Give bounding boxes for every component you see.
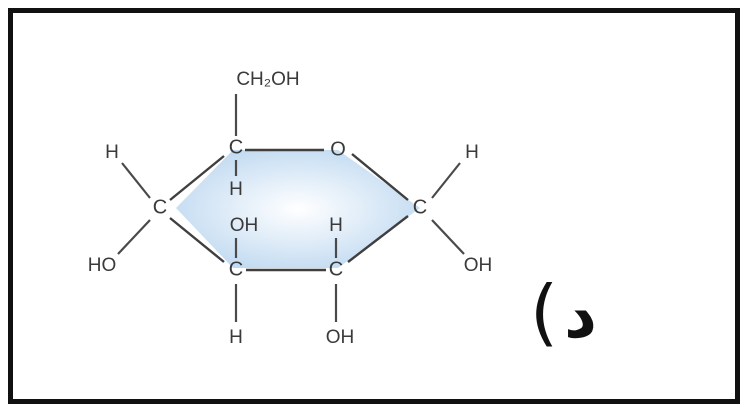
atom-h-under-ctop: H (229, 179, 243, 200)
bond-cright-h (431, 162, 461, 199)
atom-h-left-top: H (105, 142, 119, 163)
atom-oh-mid: OH (230, 215, 259, 236)
bond-cleft-ho (117, 219, 151, 255)
bond-cbl-cleft (169, 217, 225, 263)
option-paren: ( (530, 270, 559, 354)
bond-cleft-h (121, 162, 151, 199)
option-label: (د (530, 276, 597, 348)
bond-o-cright (351, 153, 409, 201)
atom-c-top: C (229, 136, 243, 158)
atom-ch2oh: CH₂OH (236, 69, 299, 90)
ring-fill (176, 150, 420, 268)
atom-c-right: C (413, 196, 427, 218)
atom-o-ring: O (330, 138, 346, 160)
atom-c-bottom-left: C (229, 258, 243, 280)
atom-ho-left: HO (88, 255, 117, 276)
atom-oh-bottom: OH (326, 327, 355, 348)
atom-c-bottom-right: C (329, 258, 343, 280)
atom-h-mid: H (329, 215, 343, 236)
bond-cright-oh (431, 219, 465, 255)
bond-cleft-ctop (169, 155, 225, 201)
atom-oh-right: OH (464, 255, 493, 276)
option-letter: د (564, 279, 597, 353)
bond-cright-cbr (347, 215, 409, 263)
atom-c-left: C (153, 196, 167, 218)
atom-h-right-top: H (465, 142, 479, 163)
atom-h-bottom: H (229, 327, 243, 348)
